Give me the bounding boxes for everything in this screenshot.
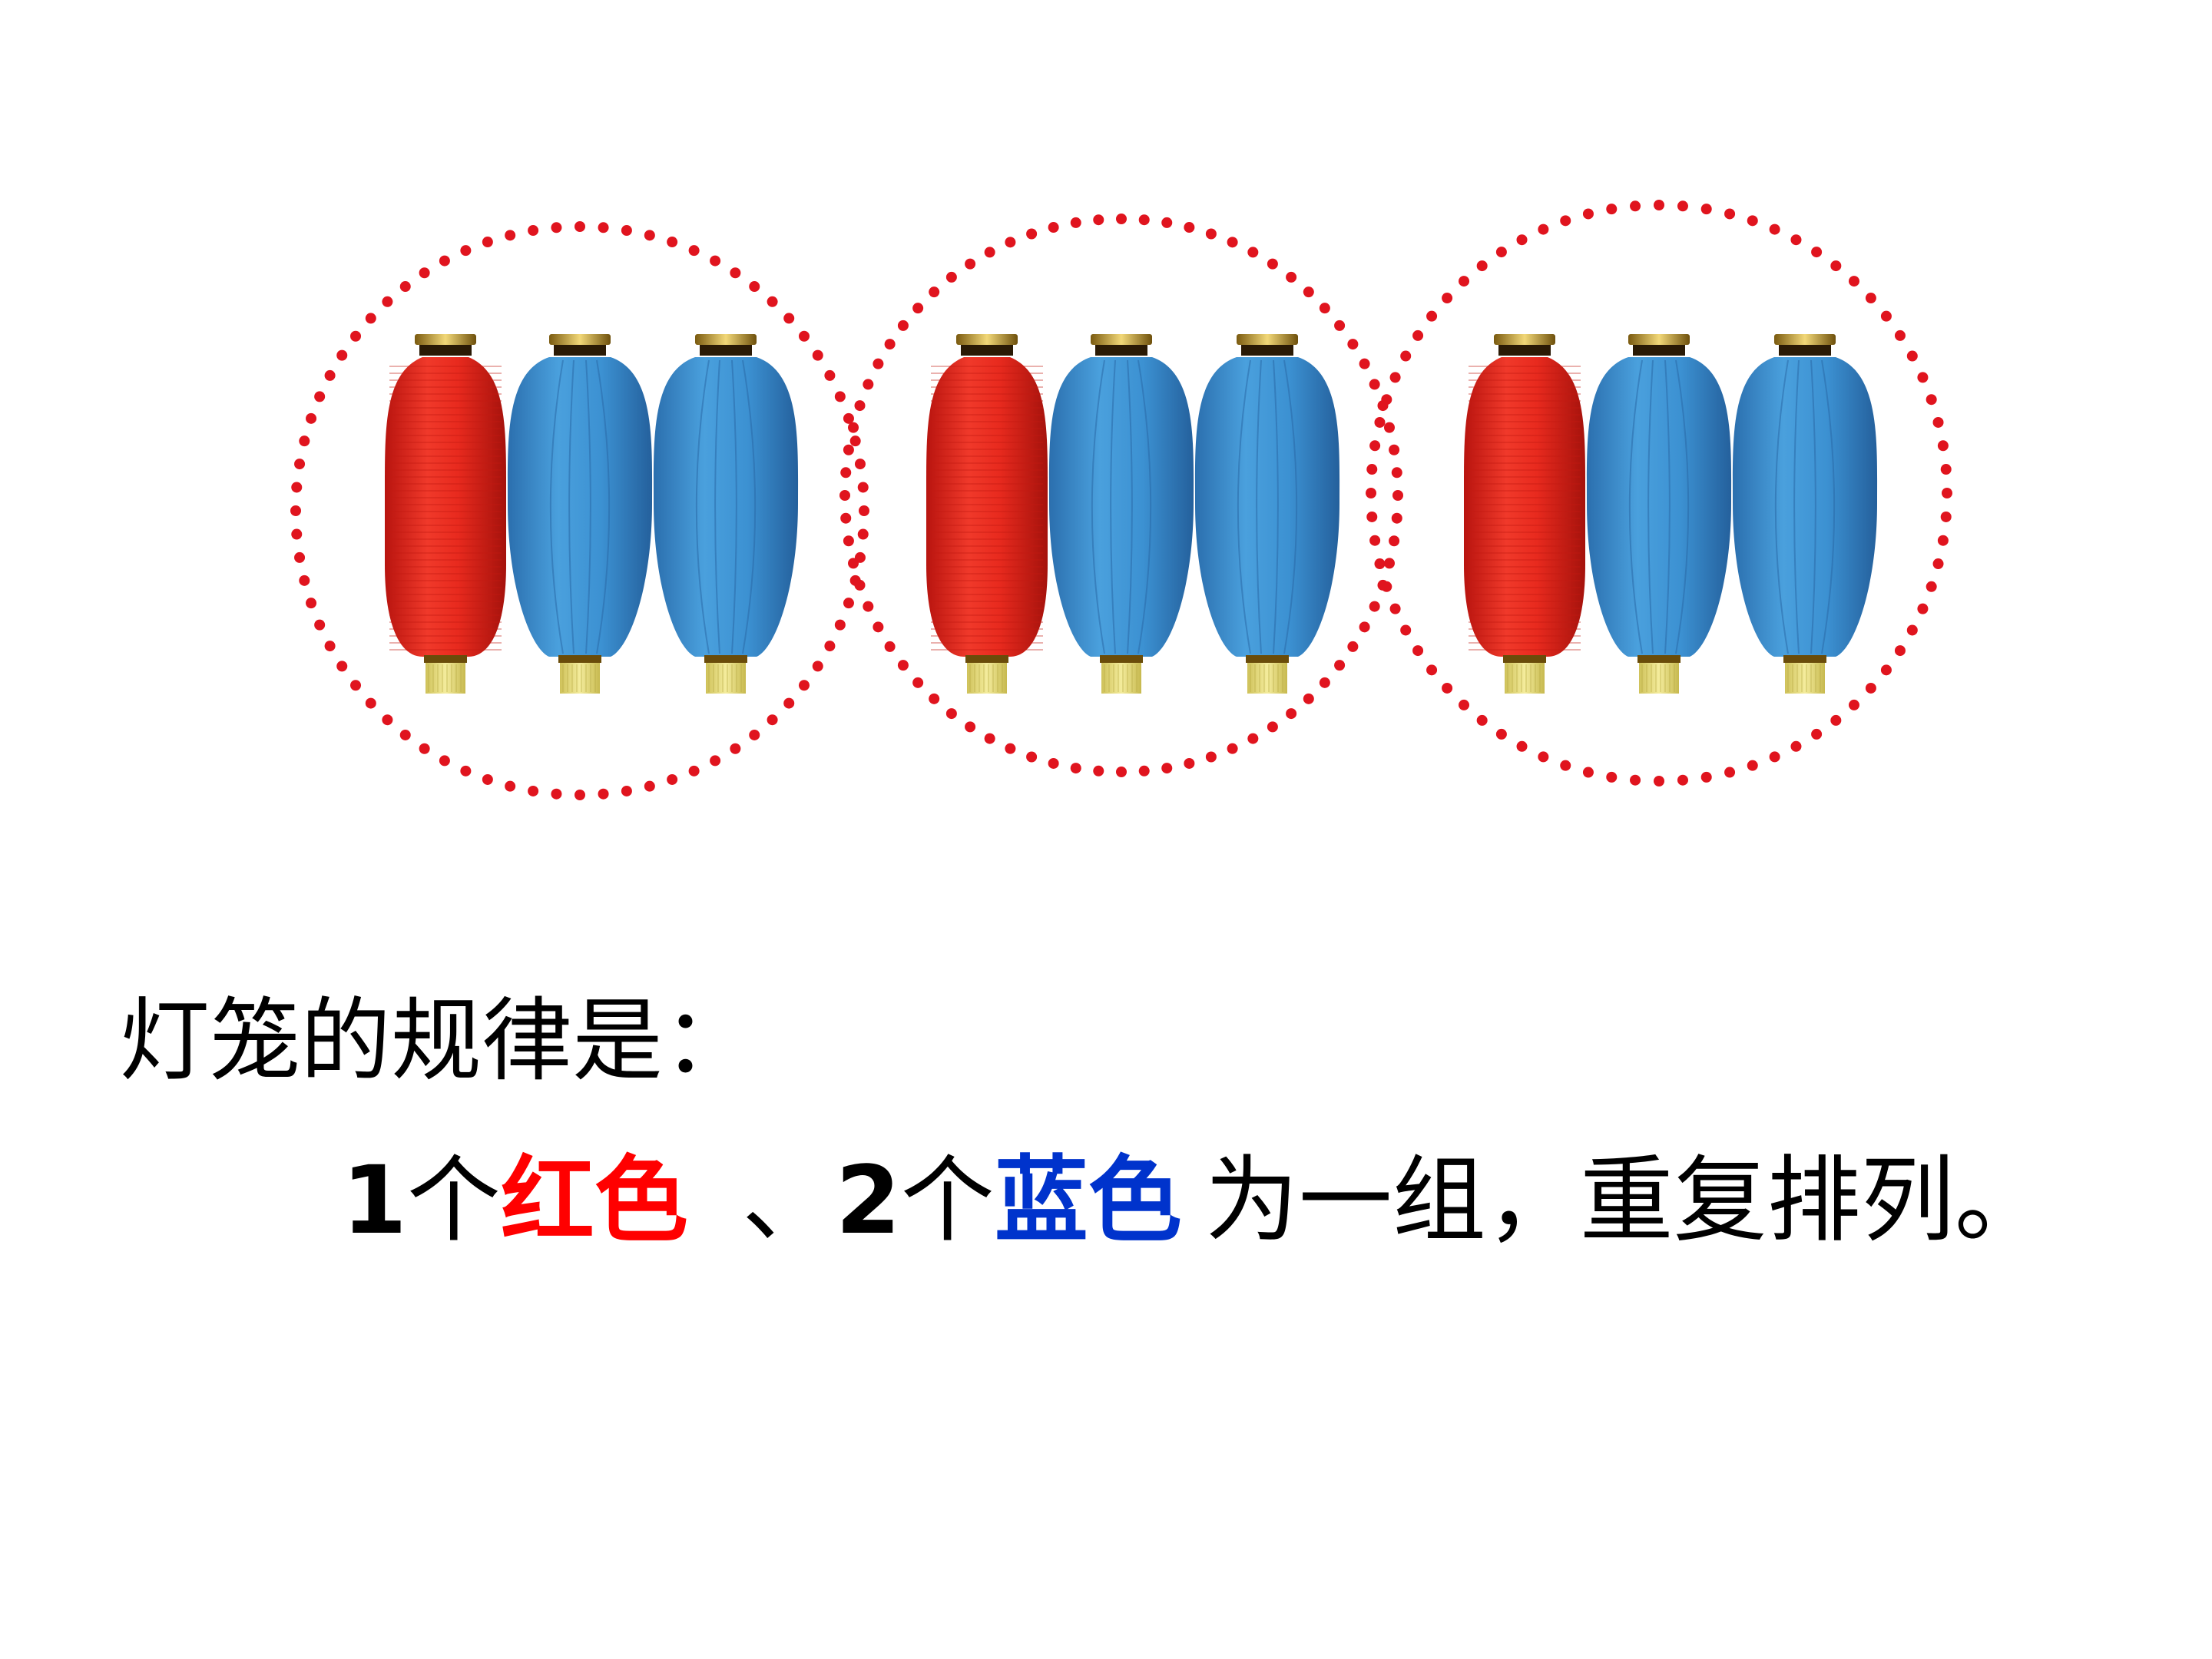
measure-word-2: 个 <box>900 1146 995 1255</box>
rule-statement: 1个红色、2个蓝色为一组，重复排列。 <box>342 1143 2048 1258</box>
separator-mark: 、 <box>741 1146 836 1255</box>
red-lantern <box>385 334 506 694</box>
red-lantern <box>926 334 1048 694</box>
blue-lantern <box>1194 334 1340 694</box>
blue-color-word: 蓝色 <box>994 1146 1182 1255</box>
blue-lantern <box>1048 334 1194 694</box>
blue-lantern <box>653 334 799 694</box>
red-color-word: 红色 <box>500 1146 688 1255</box>
red-lantern <box>1464 334 1585 694</box>
blue-lantern <box>1732 334 1878 694</box>
rule-heading: 灯笼的规律是： <box>119 988 754 1094</box>
red-count: 1 <box>342 1146 407 1255</box>
blue-count: 2 <box>835 1146 901 1255</box>
lantern-group-1 <box>290 221 869 800</box>
lantern-group-3 <box>1366 200 1952 786</box>
blue-lantern <box>507 334 653 694</box>
blue-lantern <box>1586 334 1732 694</box>
lantern-pattern-illustration <box>290 200 1952 800</box>
rule-tail: 为一组，重复排列。 <box>1204 1146 2048 1255</box>
measure-word-1: 个 <box>406 1146 501 1255</box>
lantern-group-2 <box>839 214 1403 777</box>
